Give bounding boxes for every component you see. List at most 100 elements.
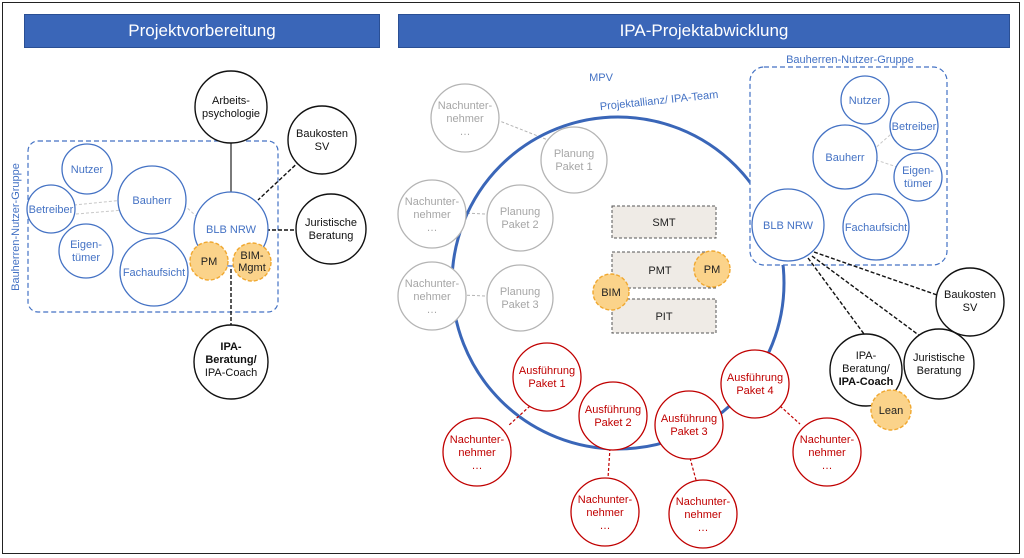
left-juristische-label-2: Beratung xyxy=(309,230,354,242)
right-betreiber-label: Betreiber xyxy=(892,121,937,133)
planung-paket-1-circle: Planung Paket 1 xyxy=(540,126,608,194)
right-pm-badge: PM xyxy=(693,250,731,288)
planning-sub-1-label-2: nehmer xyxy=(446,113,484,125)
execution-sub-1-label-2: nehmer xyxy=(458,447,496,459)
right-blb-nrw-circle: BLB NRW xyxy=(751,188,825,262)
left-arbeitspsychologie-label-1: Arbeits- xyxy=(212,95,250,107)
left-juristische-label-1: Juristische xyxy=(305,217,357,229)
left-baukosten-label-1: Baukosten xyxy=(296,128,348,140)
right-baukosten-sv-circle: Baukosten SV xyxy=(935,267,1005,337)
left-ipa-beratung-circle: IPA- Beratung/ IPA-Coach xyxy=(193,324,269,400)
planning-sub-1-label-1: Nachunter- xyxy=(438,100,493,112)
right-eigentuemer-label-2: tümer xyxy=(904,178,932,190)
smt-label: SMT xyxy=(652,217,676,229)
right-eigentuemer-label-1: Eigen- xyxy=(902,165,934,177)
planung-paket-3-circle: Planung Paket 3 xyxy=(486,264,554,332)
left-nutzer-circle: Nutzer xyxy=(61,143,113,195)
left-eigentuemer-label-1: Eigen- xyxy=(70,239,102,251)
left-pm-badge: PM xyxy=(189,241,229,281)
left-ipa-label-1: IPA- xyxy=(220,341,242,353)
lean-badge: Lean xyxy=(870,389,912,431)
pmt-label: PMT xyxy=(648,265,672,277)
ausfuehrung-paket-2-circle: Ausführung Paket 2 xyxy=(578,381,648,451)
right-ipa-label-1: IPA- xyxy=(856,350,877,362)
ausfuehrung-paket-1-label-2: Paket 1 xyxy=(528,378,565,390)
planung-paket-1-label-1: Planung xyxy=(554,148,594,160)
left-stakeholder-group-box xyxy=(27,140,279,313)
right-baukosten-label-2: SV xyxy=(963,302,978,314)
planning-sub-2-label-2: nehmer xyxy=(413,209,451,221)
ausfuehrung-paket-1-circle: Ausführung Paket 1 xyxy=(512,342,582,412)
right-bim-label: BIM xyxy=(601,287,621,299)
planning-sub-2-circle: Nachunter- nehmer … xyxy=(397,179,467,249)
right-bauherr-circle: Bauherr xyxy=(812,124,878,190)
banner-projektvorbereitung: Projektvorbereitung xyxy=(24,14,380,48)
ausfuehrung-paket-1-label-1: Ausführung xyxy=(519,365,575,377)
planning-sub-3-label-2: nehmer xyxy=(413,291,451,303)
execution-sub-1-label-1: Nachunter- xyxy=(450,434,505,446)
pit-box: PIT xyxy=(611,298,717,334)
left-fachaufsicht-circle: Fachaufsicht xyxy=(119,237,189,307)
smt-box: SMT xyxy=(611,205,717,239)
ausfuehrung-paket-3-label-2: Paket 3 xyxy=(670,426,707,438)
ausfuehrung-paket-4-label-1: Ausführung xyxy=(727,372,783,384)
planung-paket-1-label-2: Paket 1 xyxy=(555,161,592,173)
left-betreiber-label: Betreiber xyxy=(29,204,74,216)
execution-sub-2-label-2: nehmer xyxy=(586,507,624,519)
execution-sub-3-label-3: … xyxy=(698,522,709,534)
left-ipa-label-3: IPA-Coach xyxy=(205,367,257,379)
planning-sub-3-label-3: … xyxy=(427,304,438,316)
ausfuehrung-paket-3-circle: Ausführung Paket 3 xyxy=(654,390,724,460)
execution-sub-2-label-1: Nachunter- xyxy=(578,494,633,506)
right-baukosten-label-1: Baukosten xyxy=(944,289,996,301)
alliance-label: Projektallianz/ IPA-Team xyxy=(599,89,719,113)
left-baukosten-sv-circle: Baukosten SV xyxy=(287,105,357,175)
left-nutzer-label: Nutzer xyxy=(71,164,104,176)
planning-sub-3-label-1: Nachunter- xyxy=(405,278,460,290)
planung-paket-2-label-1: Planung xyxy=(500,206,540,218)
right-ipa-label-3: IPA-Coach xyxy=(839,376,894,388)
left-arbeitspsychologie-label-2: psychologie xyxy=(202,108,260,120)
left-bauherr-circle: Bauherr xyxy=(117,165,187,235)
execution-sub-4-circle: Nachunter- nehmer … xyxy=(792,417,862,487)
lean-label: Lean xyxy=(879,405,903,417)
planning-sub-2-label-3: … xyxy=(427,222,438,234)
right-nutzer-circle: Nutzer xyxy=(840,75,890,125)
right-juristische-label-2: Beratung xyxy=(917,365,962,377)
execution-sub-1-circle: Nachunter- nehmer … xyxy=(442,417,512,487)
right-juristische-label-1: Juristische xyxy=(913,352,965,364)
left-ipa-label-2: Beratung/ xyxy=(205,354,256,366)
left-fachaufsicht-label: Fachaufsicht xyxy=(123,267,185,279)
execution-sub-2-circle: Nachunter- nehmer … xyxy=(570,477,640,547)
execution-sub-3-label-2: nehmer xyxy=(684,509,722,521)
right-fachaufsicht-circle: Fachaufsicht xyxy=(842,193,910,261)
execution-sub-3-label-1: Nachunter- xyxy=(676,496,731,508)
planung-paket-2-label-2: Paket 2 xyxy=(501,219,538,231)
ausfuehrung-paket-3-label-1: Ausführung xyxy=(661,413,717,425)
left-blb-nrw-label: BLB NRW xyxy=(206,224,257,236)
left-group-label: Bauherren-Nutzer-Gruppe xyxy=(10,163,22,291)
left-juristische-beratung-circle: Juristische Beratung xyxy=(295,193,367,265)
right-blb-nrw-label: BLB NRW xyxy=(763,220,814,232)
left-bim-mgmt-label-1: BIM- xyxy=(240,250,264,262)
ausfuehrung-paket-4-label-2: Paket 4 xyxy=(736,385,773,397)
planning-sub-3-circle: Nachunter- nehmer … xyxy=(397,261,467,331)
planung-paket-2-circle: Planung Paket 2 xyxy=(486,184,554,252)
left-betreiber-circle: Betreiber xyxy=(26,184,76,234)
right-bauherr-label: Bauherr xyxy=(825,152,864,164)
right-ipa-beratung-circle: IPA- Beratung/ IPA-Coach xyxy=(829,333,903,407)
right-group-label: Bauherren-Nutzer-Gruppe xyxy=(786,54,914,66)
left-bauherr-label: Bauherr xyxy=(132,195,171,207)
planung-paket-3-label-1: Planung xyxy=(500,286,540,298)
right-juristische-beratung-circle: Juristische Beratung xyxy=(903,328,975,400)
ausfuehrung-paket-2-label-1: Ausführung xyxy=(585,404,641,416)
ausfuehrung-paket-4-circle: Ausführung Paket 4 xyxy=(720,349,790,419)
execution-sub-1-label-3: … xyxy=(472,460,483,472)
left-pm-label: PM xyxy=(201,256,218,268)
planning-sub-1-circle: Nachunter- nehmer … xyxy=(430,83,500,153)
execution-sub-4-label-2: nehmer xyxy=(808,447,846,459)
right-bim-badge: BIM xyxy=(592,273,630,311)
left-bim-mgmt-badge: BIM- Mgmt xyxy=(232,242,272,282)
